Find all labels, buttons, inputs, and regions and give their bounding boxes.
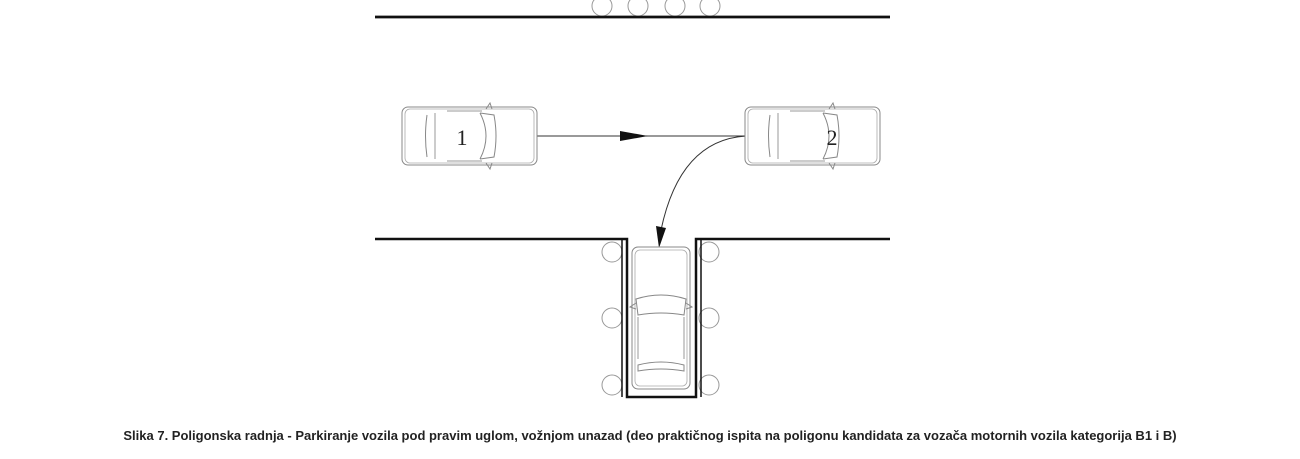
cone-icon [591, 0, 613, 17]
cone-icon [627, 0, 649, 17]
cone-icon [698, 374, 720, 396]
cone-icon [698, 307, 720, 329]
car-position-2 [744, 102, 881, 170]
cone-icon [699, 0, 721, 17]
cone-icon [664, 0, 686, 17]
reverse-arrow-icon [656, 226, 666, 248]
cone-icon [601, 307, 623, 329]
top-cones [591, 0, 721, 17]
figure-caption: Slika 7. Poligonska radnja - Parkiranje … [123, 428, 1177, 443]
cone-icon [698, 241, 720, 263]
car-parked [629, 246, 693, 390]
cone-icon [601, 241, 623, 263]
reverse-path-curve [660, 135, 747, 231]
car-position-1 [401, 102, 538, 170]
parking-bay-outline [375, 237, 890, 399]
cone-icon [601, 374, 623, 396]
forward-arrow-icon [620, 131, 648, 141]
car-label-1: 1 [457, 125, 468, 150]
car-label-2: 2 [827, 125, 838, 150]
